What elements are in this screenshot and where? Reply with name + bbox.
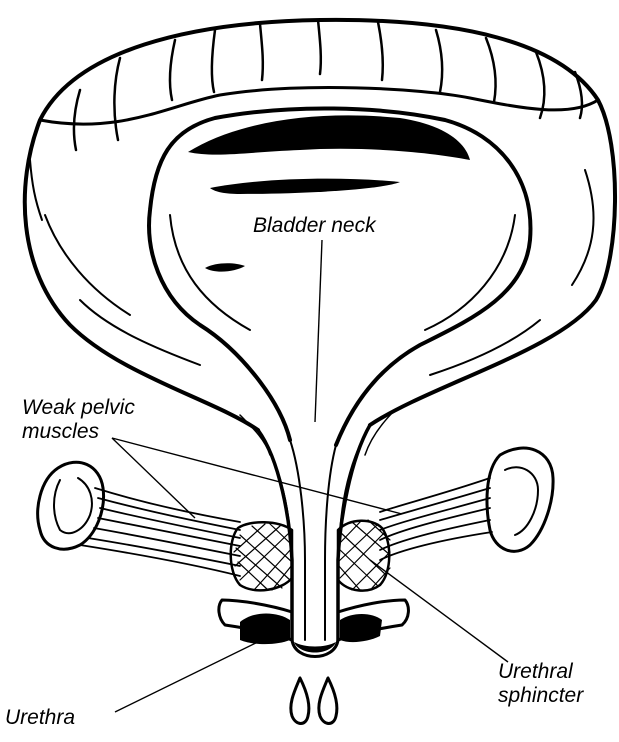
right-pelvic-bone-inner <box>505 467 538 535</box>
leader-urethral-sphincter <box>370 560 508 662</box>
leader-urethra <box>115 636 270 712</box>
leader-lines <box>112 240 508 712</box>
cavity-shadow <box>188 115 470 160</box>
droplet-right <box>319 678 337 724</box>
right-pelvic-bone <box>487 448 553 551</box>
label-bladder-neck: Bladder neck <box>253 214 376 238</box>
perineum-right-shadow <box>340 614 382 642</box>
label-urethral-line1: Urethral <box>498 660 583 684</box>
label-urethral-line2: sphincter <box>498 684 583 708</box>
sphincter-left-hatching <box>234 522 292 590</box>
bladder-neck-inner-right <box>325 445 336 640</box>
leader-weak-muscles-left <box>112 438 195 518</box>
droplet-left <box>291 678 309 724</box>
label-weak-pelvic-line1: Weak pelvic <box>22 396 135 420</box>
bladder-inner-cavity <box>149 108 530 445</box>
bladder-inner-wall-thickness-right <box>425 215 515 330</box>
label-urethra: Urethra <box>5 706 75 730</box>
label-weak-pelvic-muscles: Weak pelvic muscles <box>22 396 135 444</box>
label-weak-pelvic-line2: muscles <box>22 420 135 444</box>
leader-bladder-neck <box>315 240 322 422</box>
label-urethral-sphincter: Urethral sphincter <box>498 660 583 708</box>
cavity-streak <box>210 179 400 194</box>
right-pelvic-muscle <box>380 478 492 560</box>
left-pelvic-bone <box>38 462 104 549</box>
cavity-mark <box>205 263 245 271</box>
left-pelvic-bone-inner <box>54 478 92 533</box>
perineum-left-shadow <box>240 614 290 645</box>
funnel-shading <box>240 410 395 530</box>
